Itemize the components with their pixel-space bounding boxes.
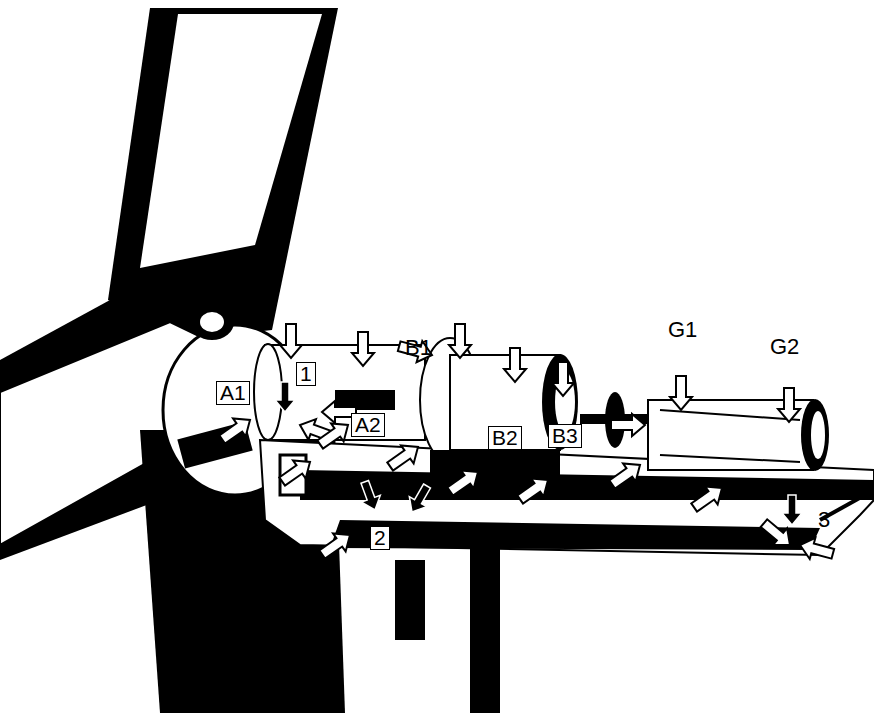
callout-label: A1 (220, 381, 246, 404)
part-label: 3 (818, 508, 830, 532)
part-label: G1 (668, 318, 697, 342)
callout-label: 1 (300, 362, 312, 385)
callout-box: B2 (488, 426, 522, 450)
callout-label: B2 (492, 426, 518, 449)
callout-label: A2 (355, 413, 381, 436)
callout-label: 2 (374, 526, 386, 549)
callout-box: 2 (370, 526, 390, 550)
callout-box: A2 (351, 413, 385, 437)
part-label: B1 (405, 336, 432, 360)
callout-box: B3 (548, 424, 582, 448)
callout-box: A1 (216, 381, 250, 405)
callout-box: 1 (296, 362, 316, 386)
part-label: G2 (770, 335, 799, 359)
callout-label: B3 (552, 424, 578, 447)
